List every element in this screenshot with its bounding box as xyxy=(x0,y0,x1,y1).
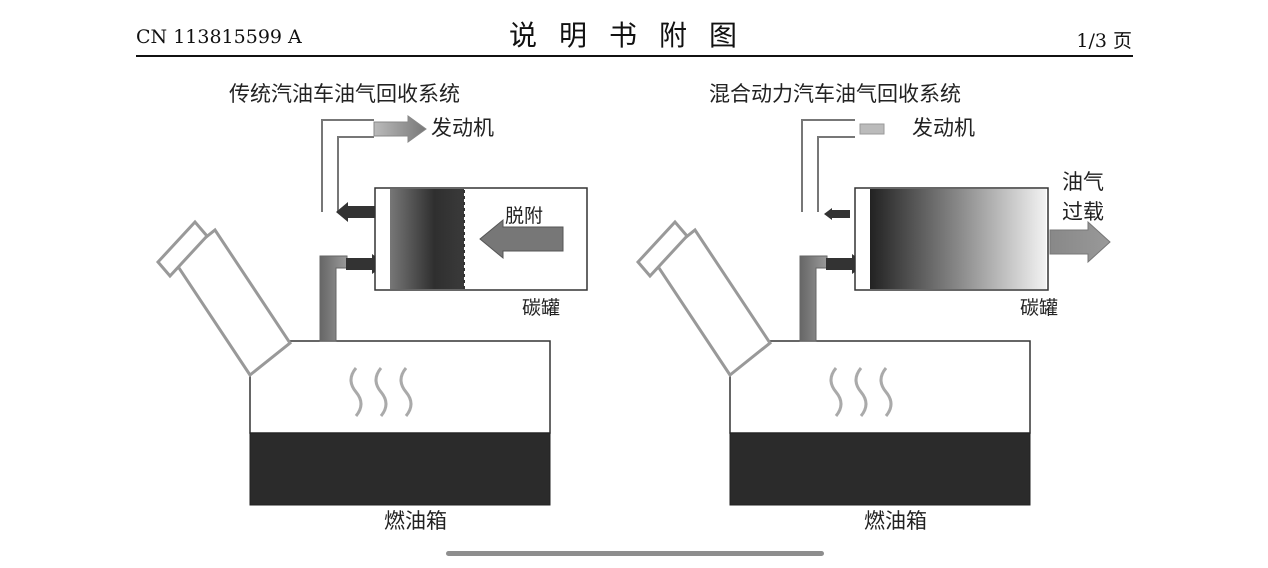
left-vapor-pipe xyxy=(319,255,348,342)
right-filler-neck xyxy=(635,219,773,378)
right-overload-label-1: 油气 xyxy=(1062,170,1104,194)
left-engine-label: 发动机 xyxy=(431,116,494,140)
header-rule xyxy=(136,55,1133,57)
left-engine-arrow xyxy=(373,115,427,143)
right-vapor-pipe xyxy=(799,255,828,342)
left-canister-label: 碳罐 xyxy=(522,297,560,319)
left-carbon-canister: 脱附 xyxy=(374,187,588,291)
right-diagram-title: 混合动力汽车油气回收系统 xyxy=(709,82,961,106)
left-purge-line xyxy=(321,119,374,212)
page-number: 1/3 页 xyxy=(1076,30,1132,52)
right-engine-arrow xyxy=(859,123,885,135)
left-fuel-tank xyxy=(249,340,551,506)
left-vapor-waves xyxy=(349,367,413,417)
right-overload-arrow xyxy=(1049,220,1111,264)
right-vapor-waves xyxy=(829,367,893,417)
right-purge-line xyxy=(801,119,855,212)
right-engine-label: 发动机 xyxy=(912,116,975,140)
left-filler-neck xyxy=(155,219,293,378)
horizontal-scrollbar[interactable] xyxy=(446,551,824,556)
left-diagram: 传统汽油车油气回收系统 燃油箱 发动机 xyxy=(155,82,588,533)
left-desorption-arrow xyxy=(479,218,564,260)
left-diagram-title: 传统汽油车油气回收系统 xyxy=(229,82,460,106)
right-diagram: 混合动力汽车油气回收系统 燃油箱 发动机 xyxy=(635,82,1111,533)
right-tank-label: 燃油箱 xyxy=(864,509,927,533)
right-carbon-canister xyxy=(854,187,1049,291)
left-tank-label: 燃油箱 xyxy=(384,509,447,533)
right-fuel-tank xyxy=(729,340,1031,506)
left-desorption-label: 脱附 xyxy=(505,205,543,227)
right-canister-label: 碳罐 xyxy=(1020,297,1058,319)
publication-number: CN 113815599 A xyxy=(136,26,302,48)
page-title: 说明书附图 xyxy=(508,19,759,52)
right-overload-label-2: 过载 xyxy=(1062,200,1104,224)
